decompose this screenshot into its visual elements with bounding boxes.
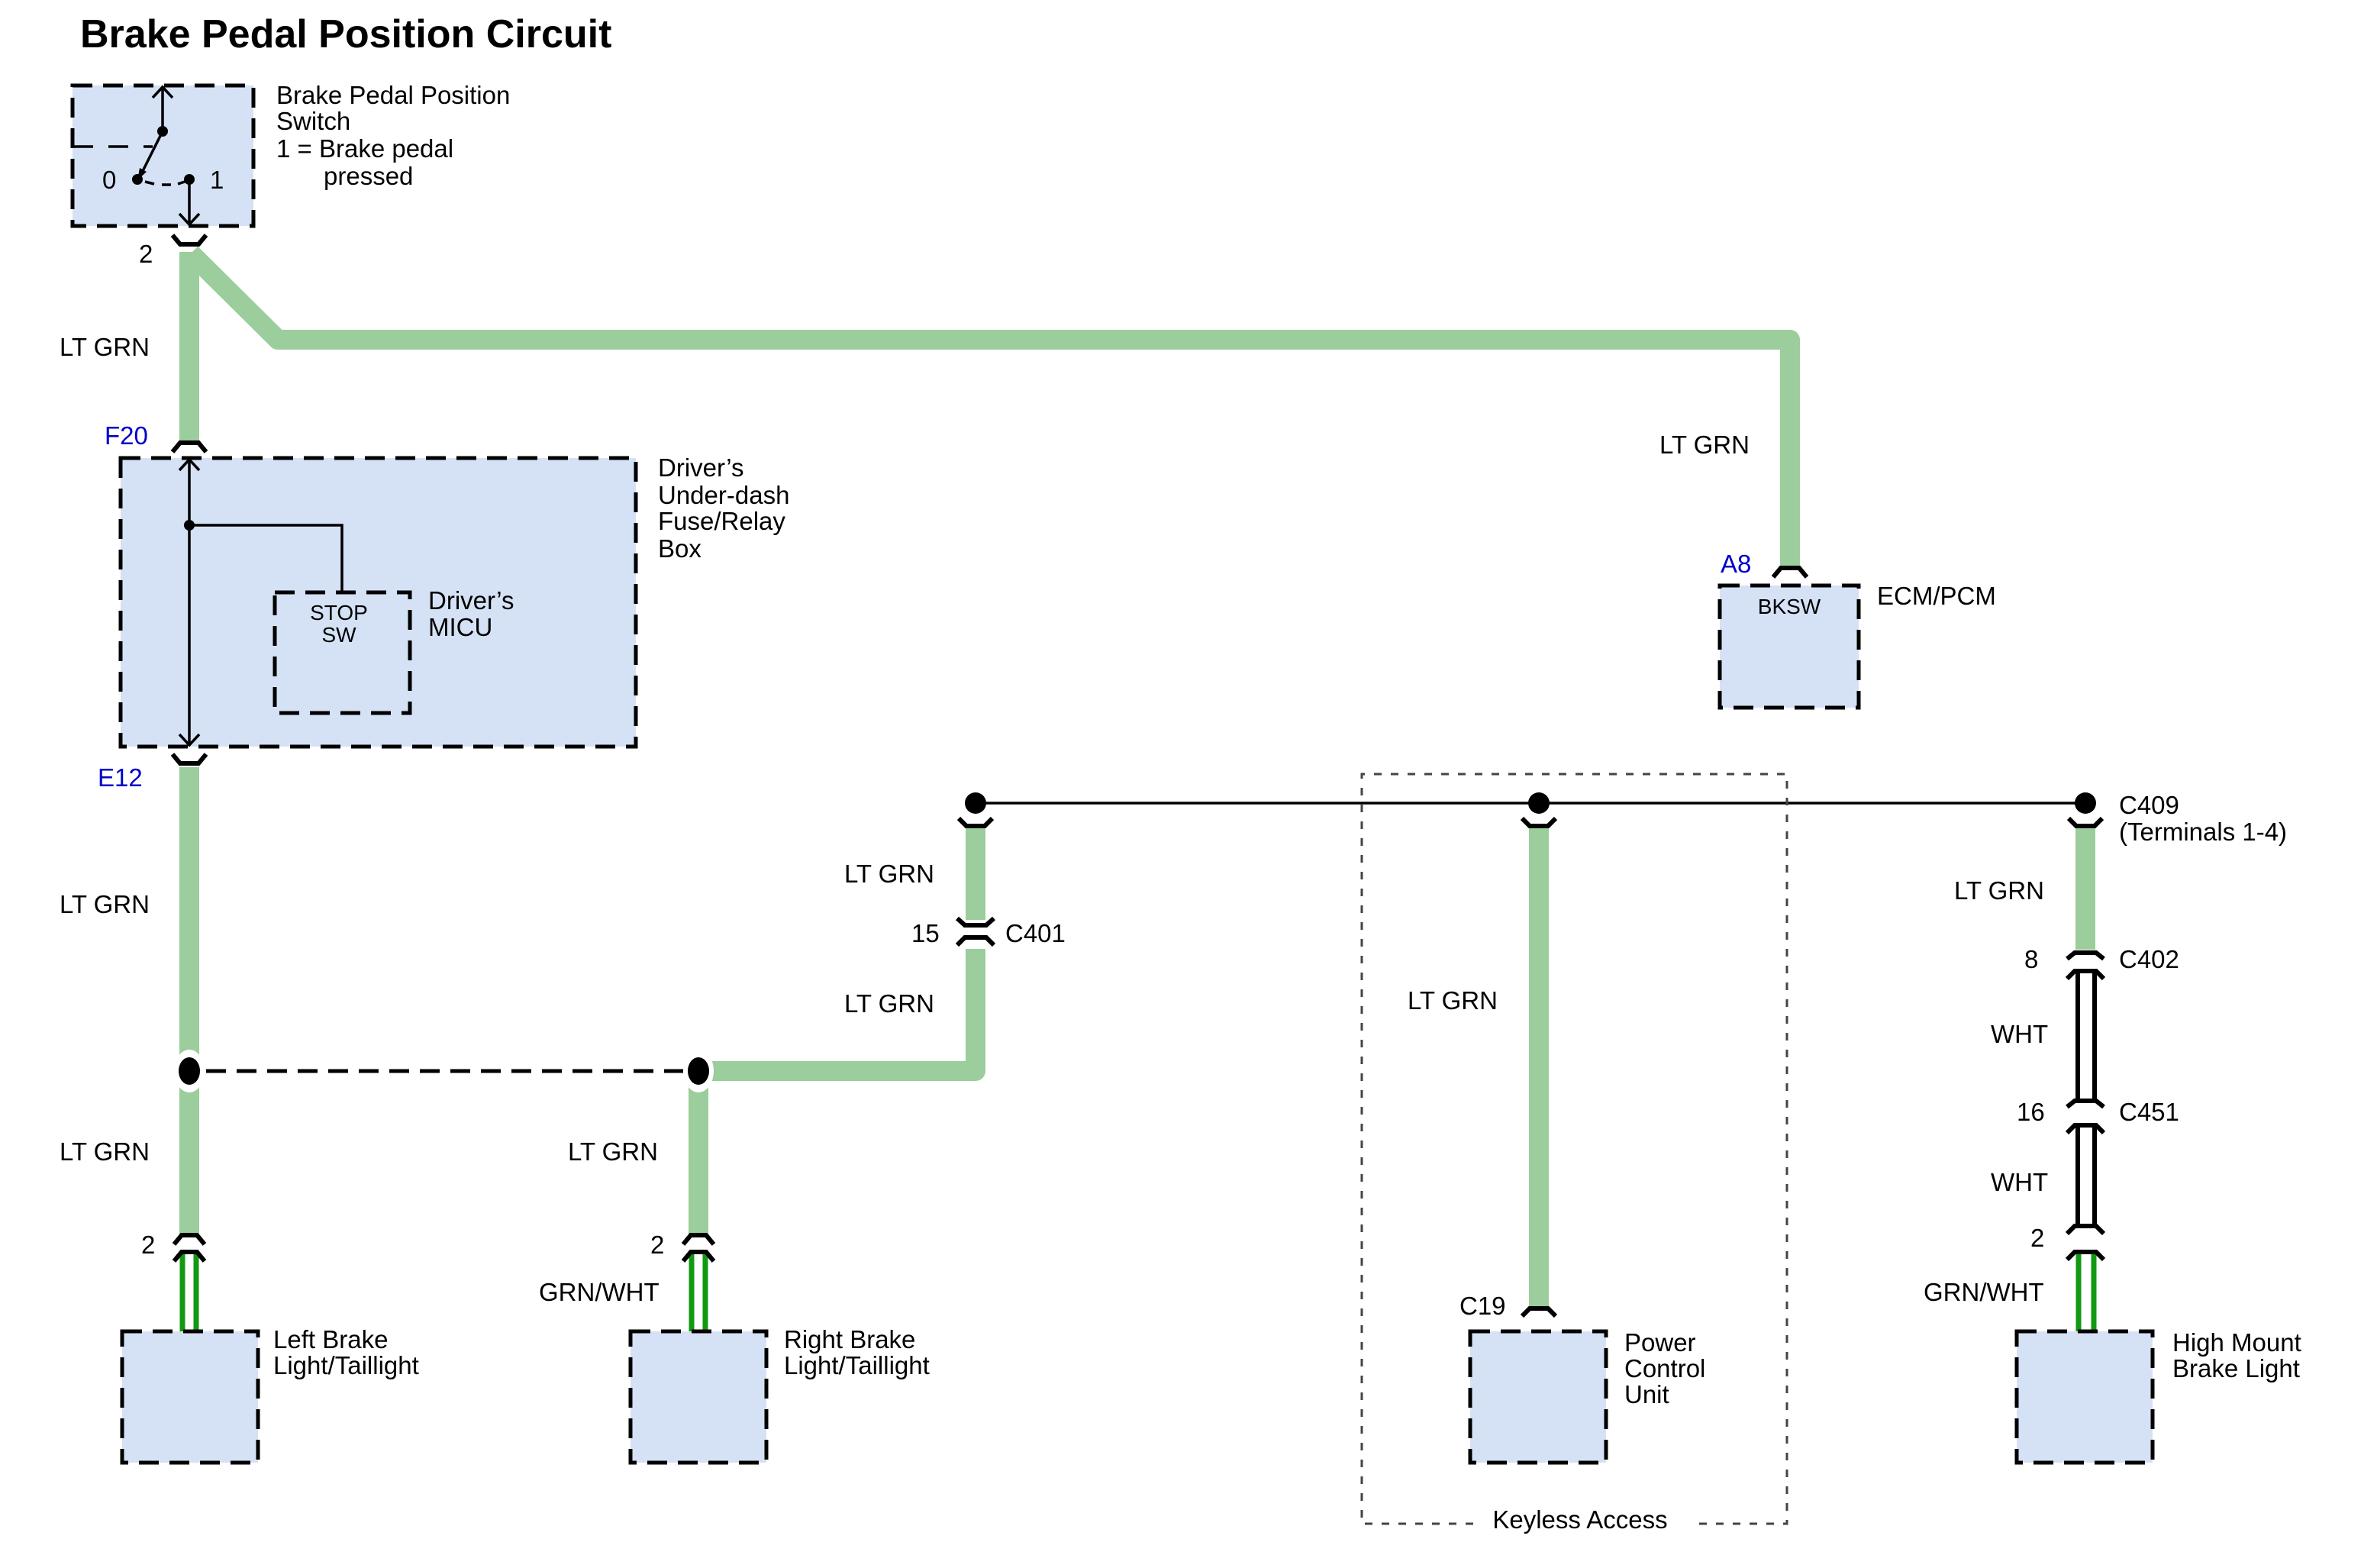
splice-dot-left (179, 1057, 200, 1085)
connector-c451-bottom (2065, 1123, 2106, 1135)
connector-right-bottom (681, 1250, 716, 1263)
ecm-label: ECM/PCM (1877, 582, 1996, 610)
connector-hm-bottom (2065, 1250, 2106, 1262)
connector-c409-note: (Terminals 1-4) (2119, 818, 2287, 846)
connector-c451-top (2066, 1099, 2105, 1109)
brake-pedal-position-switch[interactable]: 0 1 (70, 83, 256, 228)
connector-c402-bottom (2065, 969, 2106, 981)
svg-text:Under-dash: Under-dash (658, 481, 789, 509)
svg-text:Driver’s: Driver’s (658, 453, 743, 482)
connector-c409 (2066, 816, 2104, 828)
wire-c401-lower (711, 949, 985, 1081)
high-mount-label-1: High Mount (2172, 1328, 2301, 1357)
pcu-label-1: Power (1624, 1328, 1696, 1357)
wire-label-pcu: LT GRN (1408, 986, 1498, 1015)
keyless-access-group: Keyless Access (1360, 773, 1788, 1534)
wire-label-c409: LT GRN (1954, 876, 2044, 905)
connector-f20-label: F20 (105, 421, 148, 450)
switch-pin-label: 2 (139, 240, 153, 268)
wire-label-right-light: LT GRN (568, 1137, 658, 1166)
right-light-label-1: Right Brake (784, 1325, 915, 1353)
switch-pos-1-label: 1 (210, 166, 224, 194)
connector-c19 (1520, 1306, 1558, 1318)
wire-label-left-light: LT GRN (60, 1137, 150, 1166)
wire-label-e12: LT GRN (60, 890, 150, 918)
wire-label-right-grn-wht: GRN/WHT (539, 1278, 660, 1306)
connector-c401-bottom (955, 935, 996, 947)
splice-dot-c401 (965, 792, 986, 814)
fuse-box-label: Driver’s Under-dash Fuse/Relay Box (658, 453, 789, 563)
connector-c402-label: C402 (2119, 945, 2179, 973)
connector-a8-label: A8 (1721, 550, 1751, 578)
connector-left-top (172, 1233, 207, 1246)
svg-text:1 = Brake pedal: 1 = Brake pedal (276, 134, 453, 163)
ecm-pcm[interactable]: BKSW (1717, 583, 1861, 710)
connector-c401-pin: 15 (911, 919, 940, 947)
micu-label-2: MICU (428, 613, 492, 641)
connector-c402-pin: 8 (2024, 945, 2038, 973)
connector-bus-pcu (1520, 816, 1558, 828)
splice-dot-pcu (1528, 792, 1550, 814)
wire-label-wht-2: WHT (1991, 1168, 2048, 1196)
wire-label-switch-ecm: LT GRN (1659, 431, 1750, 459)
connector-c401-label: C401 (1005, 919, 1066, 947)
wire-label-hm-grn-wht: GRN/WHT (1924, 1278, 2044, 1306)
connector-c451-pin: 16 (2017, 1098, 2045, 1126)
splice-dot-right (688, 1057, 709, 1085)
right-light-label-2: Light/Taillight (784, 1351, 930, 1379)
right-brake-light[interactable] (628, 1329, 769, 1465)
keyless-access-label: Keyless Access (1492, 1505, 1667, 1534)
connector-bus-c401 (956, 816, 995, 828)
connector-left-bottom (172, 1250, 207, 1263)
high-mount-pin: 2 (2030, 1224, 2044, 1252)
wire-label-c401-upper: LT GRN (844, 860, 934, 888)
page-title: Brake Pedal Position Circuit (80, 12, 611, 56)
stop-sw-label-2: SW (321, 623, 356, 647)
switch-contact-0 (132, 174, 143, 185)
connector-e12 (170, 753, 208, 766)
brake-switch-label: Brake Pedal Position Switch 1 = Brake pe… (276, 81, 510, 190)
bksw-terminal-label: BKSW (1758, 595, 1821, 618)
high-mount-label-2: Brake Light (2172, 1354, 2300, 1382)
connector-c402-top (2066, 950, 2105, 961)
svg-text:Brake Pedal Position: Brake Pedal Position (276, 81, 510, 109)
left-light-pin: 2 (141, 1231, 155, 1259)
connector-f20 (170, 440, 208, 453)
svg-text:pressed: pressed (324, 162, 413, 190)
high-mount-brake-light[interactable] (2014, 1329, 2155, 1465)
switch-pos-0-label: 0 (102, 166, 116, 194)
power-control-unit[interactable] (1468, 1329, 1608, 1465)
left-light-label-2: Light/Taillight (273, 1351, 419, 1379)
micu-stop-sw-box (273, 590, 412, 715)
switch-connector-2 (170, 234, 208, 247)
svg-text:Box: Box (658, 534, 701, 563)
svg-text:Switch: Switch (276, 107, 350, 135)
connector-a8 (1771, 566, 1809, 579)
connector-c401-top (955, 916, 996, 928)
wire-label-wht-1: WHT (1991, 1020, 2048, 1048)
right-light-pin: 2 (650, 1231, 664, 1259)
stop-sw-label-1: STOP (310, 601, 368, 624)
connector-c409-label: C409 (2119, 791, 2179, 819)
pcu-label-2: Control (1624, 1354, 1705, 1382)
connector-hm-top (2065, 1224, 2106, 1236)
connector-right-top (681, 1233, 716, 1246)
connector-c19-label: C19 (1459, 1292, 1506, 1320)
wire-label-c401-lower: LT GRN (844, 989, 934, 1018)
pcu-label-3: Unit (1624, 1380, 1669, 1408)
fuse-relay-box[interactable]: STOP SW Driver’s MICU (118, 456, 638, 749)
wire-switch-to-ecm (183, 246, 1800, 569)
svg-text:Fuse/Relay: Fuse/Relay (658, 507, 785, 535)
left-light-label-1: Left Brake (273, 1325, 388, 1353)
micu-label-1: Driver’s (428, 586, 514, 615)
left-brake-light[interactable] (120, 1329, 260, 1465)
wire-label-switch-fuse: LT GRN (60, 333, 150, 361)
connector-c451-label: C451 (2119, 1098, 2179, 1126)
splice-dot-c409 (2075, 792, 2096, 814)
connector-e12-label: E12 (98, 763, 143, 792)
